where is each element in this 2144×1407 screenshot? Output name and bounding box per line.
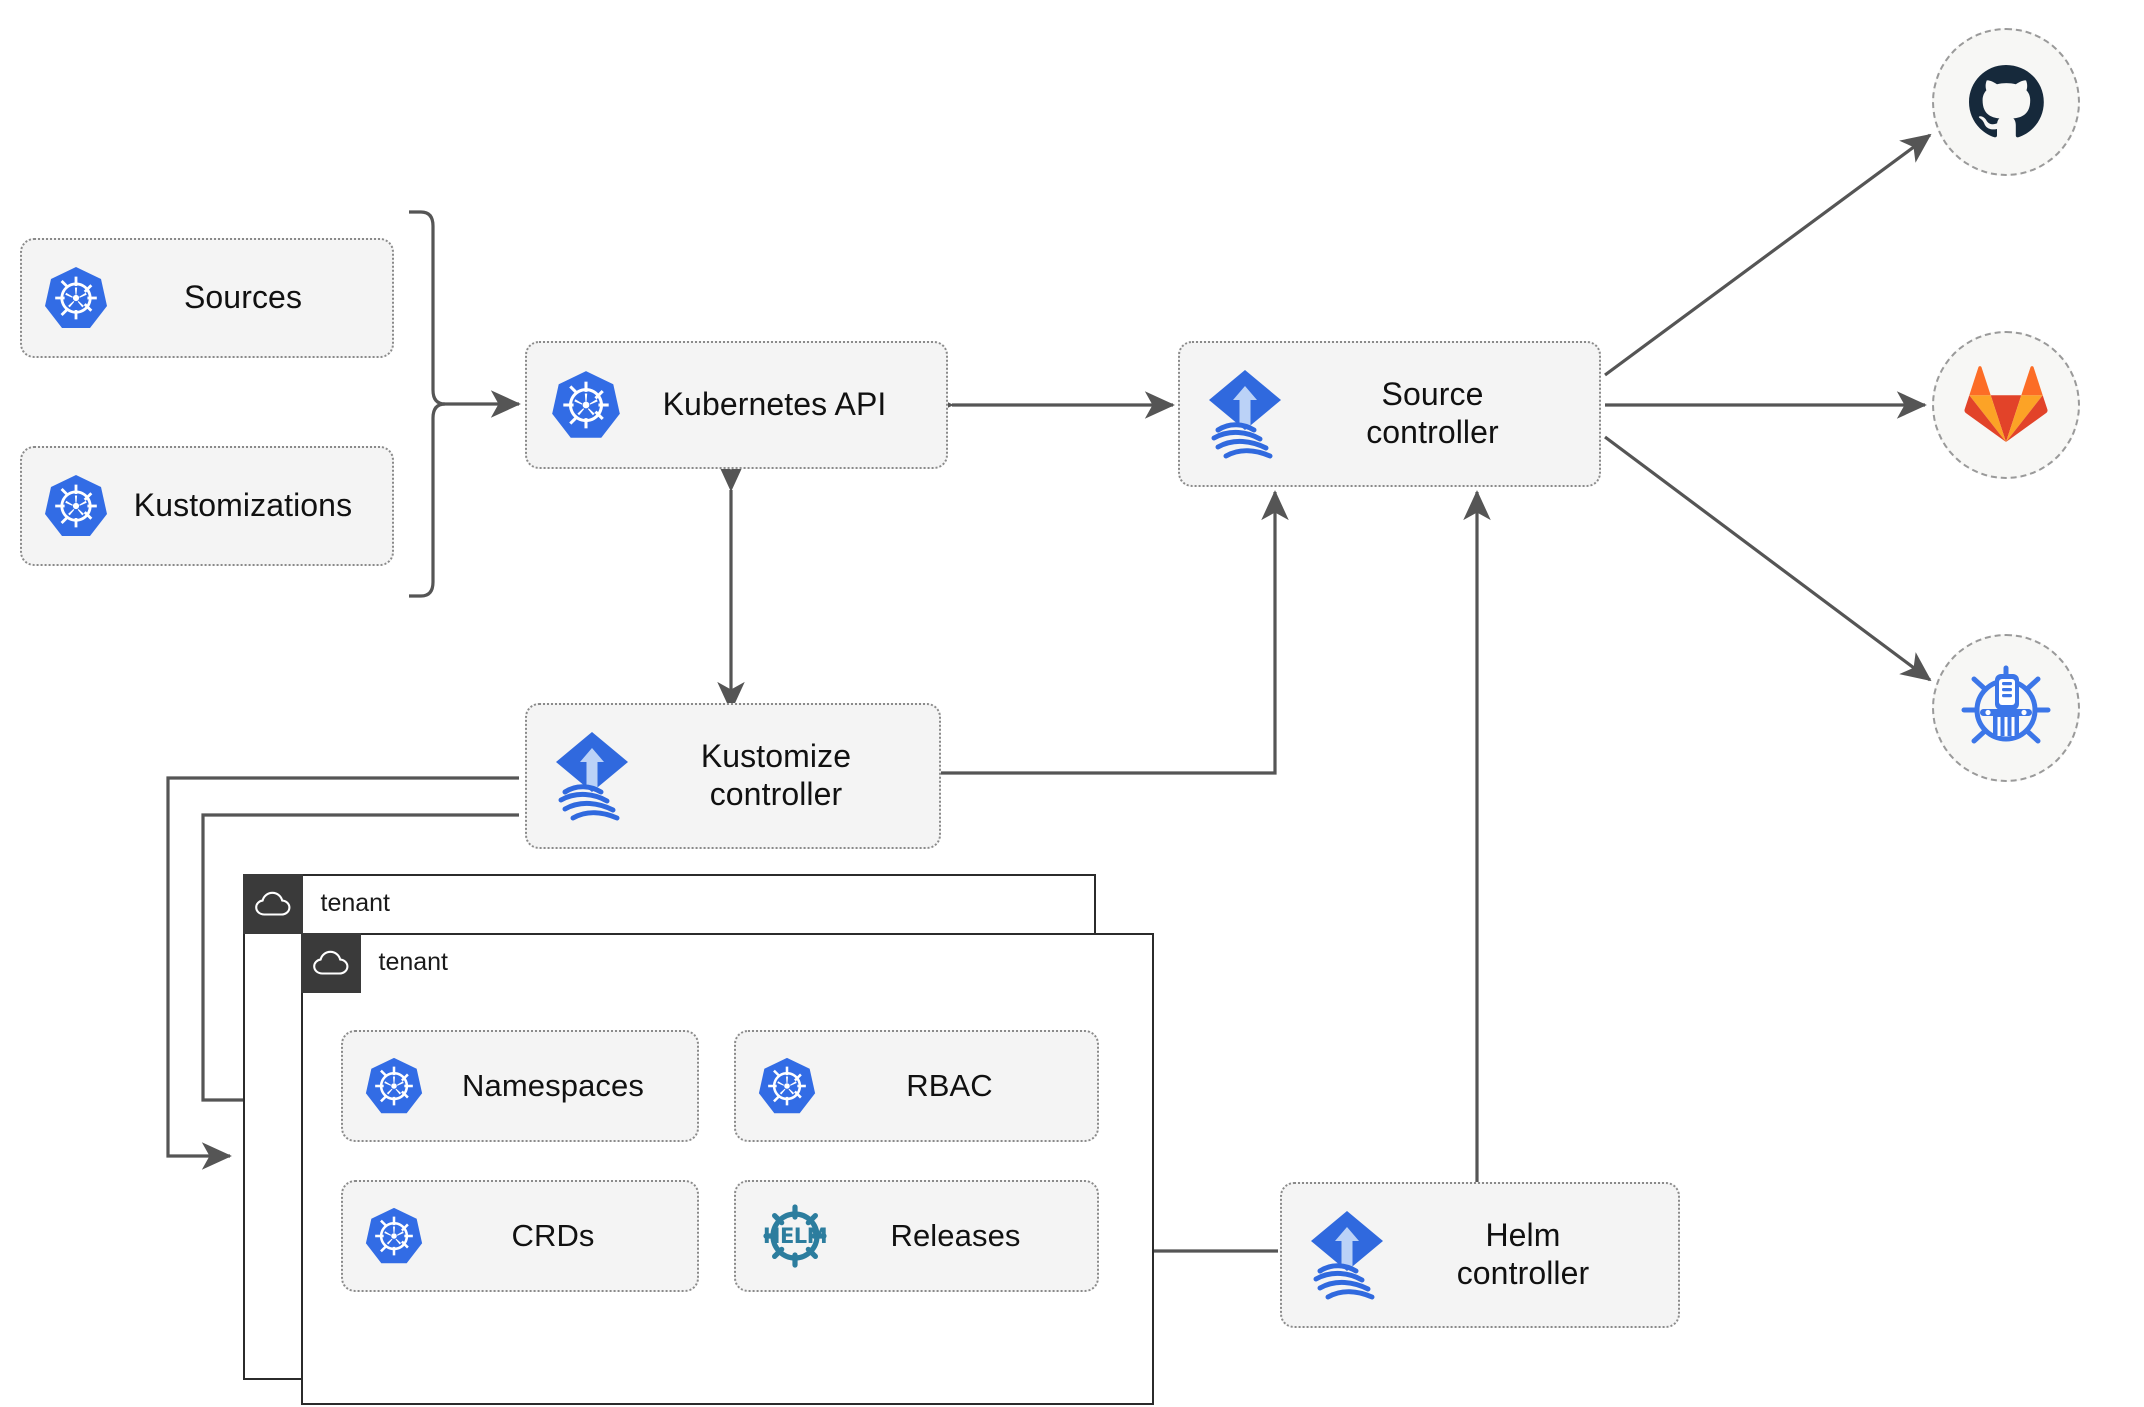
node-source-controller[interactable]: Source controller: [1178, 341, 1601, 487]
node-label: Kustomize controller: [700, 738, 852, 812]
node-kustomizations[interactable]: Kustomizations: [20, 446, 394, 566]
repo-github[interactable]: [1932, 28, 2080, 176]
tenant-label: tenant: [320, 889, 391, 917]
node-label: CRDs: [511, 1217, 595, 1253]
kubernetes-icon: [365, 1206, 423, 1266]
node-label: RBAC: [906, 1067, 993, 1103]
helm-wordmark: HELM: [762, 1224, 828, 1248]
edge-source-helmrepo: [1604, 435, 1932, 682]
repo-gitlab[interactable]: [1932, 331, 2080, 479]
tenant-container-front[interactable]: tenant: [300, 932, 1154, 1405]
flux-icon: [551, 728, 633, 824]
node-namespaces[interactable]: Namespaces: [341, 1030, 699, 1142]
node-label: Releases: [890, 1217, 1021, 1253]
helm-repository-icon: [1961, 665, 2051, 744]
node-kubernetes-api[interactable]: Kubernetes API: [525, 341, 948, 469]
tenant-header: tenant: [242, 873, 391, 934]
node-label: Namespaces: [462, 1067, 644, 1103]
github-icon: [1969, 65, 2044, 138]
edge-source-github: [1604, 133, 1932, 377]
flux-icon: [1204, 366, 1286, 462]
kubernetes-icon: [758, 1056, 816, 1116]
node-label: Helm controller: [1456, 1217, 1590, 1291]
node-helm-controller[interactable]: Helm controller: [1280, 1182, 1680, 1328]
gitlab-icon: [1964, 366, 2048, 442]
node-sources[interactable]: Sources: [20, 238, 394, 358]
node-label: Kubernetes API: [662, 386, 887, 423]
node-crds[interactable]: CRDs: [341, 1180, 699, 1292]
cloud-icon: [242, 873, 303, 934]
group-bracket: [409, 210, 446, 598]
node-kustomize-controller[interactable]: Kustomize controller: [525, 703, 941, 849]
node-label: Kustomizations: [133, 487, 353, 524]
repo-helm-repository[interactable]: [1932, 634, 2080, 782]
kubernetes-icon: [365, 1056, 423, 1116]
cloud-icon: [300, 932, 361, 993]
node-rbac[interactable]: RBAC: [734, 1030, 1099, 1142]
node-label: Sources: [183, 279, 303, 316]
edge-kustomize-source: [941, 490, 1289, 775]
node-label: Source controller: [1366, 376, 1499, 450]
flux-icon: [1306, 1207, 1388, 1303]
kubernetes-icon: [44, 265, 108, 331]
kubernetes-icon: [551, 369, 621, 441]
node-releases[interactable]: HELM Releases: [734, 1180, 1099, 1292]
tenant-header: tenant: [300, 932, 449, 993]
kubernetes-icon: [44, 473, 108, 539]
helm-icon: HELM: [762, 1203, 828, 1269]
tenant-label: tenant: [378, 948, 449, 976]
